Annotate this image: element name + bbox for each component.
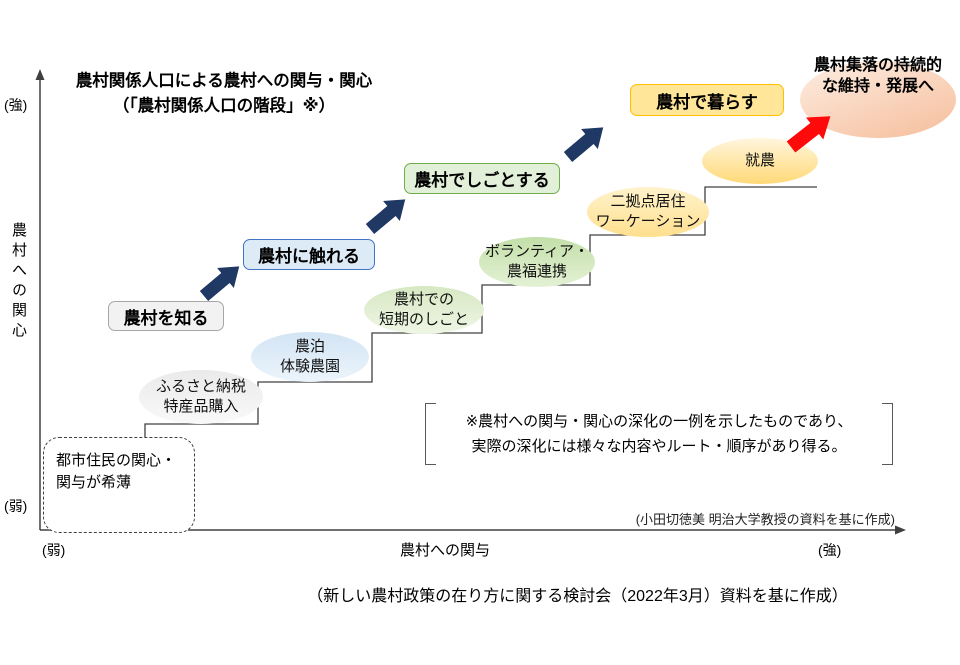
stage-box-live-rural: 農村で暮らす bbox=[630, 84, 784, 116]
activity-line: ふるさと納税 bbox=[155, 378, 246, 395]
goal-label: 農村集落の持続的 な維持・発展へ bbox=[788, 55, 960, 97]
activity-short-term-work: 農村での 短期のしごと bbox=[364, 286, 484, 334]
goal-label-line2: な維持・発展へ bbox=[821, 78, 934, 95]
right-bracket bbox=[882, 403, 893, 465]
origin-state-line2: 関与が希薄 bbox=[56, 474, 132, 491]
y-axis-min-label: (弱) bbox=[4, 498, 28, 514]
activity-line: 二拠点居住 bbox=[610, 193, 686, 210]
step-arrow-icon bbox=[366, 199, 406, 234]
goal-label-line1: 農村集落の持続的 bbox=[813, 57, 942, 74]
diagram-title: 農村関係人口による農村への関与・関心 （「農村関係人口の階段」※） bbox=[66, 69, 382, 119]
activity-line: 特産品購入 bbox=[163, 398, 239, 415]
activity-line: 農福連携 bbox=[506, 263, 567, 280]
footnote-line1: ※農村への関与・関心の深化の一例を示したものであり、 bbox=[465, 413, 853, 430]
footnote-line2: 実際の深化には様々な内容やルート・順序があり得る。 bbox=[471, 438, 847, 455]
activity-line: 短期のしごと bbox=[378, 311, 469, 328]
x-axis-title: 農村への関与 bbox=[399, 542, 490, 559]
stage-box-know-rural: 農村を知る bbox=[108, 301, 224, 331]
y-axis-max-label: (強) bbox=[4, 97, 28, 113]
step-arrow-icon bbox=[564, 127, 604, 162]
x-axis-min-label: (弱) bbox=[42, 542, 66, 558]
activity-furusato-tax: ふるさと納税 特産品購入 bbox=[139, 370, 263, 424]
y-axis-title: 農村への関心 bbox=[10, 222, 27, 342]
x-axis-max-label: (強) bbox=[818, 542, 842, 558]
activity-volunteer: ボランティア・ 農福連携 bbox=[479, 237, 595, 287]
staircase-line bbox=[144, 186, 817, 530]
y-axis-arrowhead-icon bbox=[35, 69, 45, 80]
activity-line: 農村での bbox=[393, 291, 454, 308]
stage-box-touch-rural: 農村に触れる bbox=[243, 239, 375, 270]
activity-farm-stay: 農泊 体験農園 bbox=[251, 332, 369, 382]
bottom-caption: （新しい農村政策の在り方に関する検討会（2022年3月）資料を基に作成） bbox=[307, 588, 848, 605]
left-bracket bbox=[425, 403, 436, 465]
activity-dual-residence: 二拠点居住 ワーケーション bbox=[587, 187, 709, 237]
activity-line: ワーケーション bbox=[595, 213, 701, 230]
source-attribution: (小田切徳美 明治大学教授の資料を基に作成) bbox=[635, 512, 895, 527]
stage-box-work-rural: 農村でしごとする bbox=[404, 163, 560, 194]
x-axis-arrowhead-icon bbox=[895, 525, 906, 535]
origin-state-box: 都市住民の関心・ 関与が希薄 bbox=[43, 437, 195, 533]
origin-state-line1: 都市住民の関心・ bbox=[56, 452, 177, 469]
step-arrow-icon bbox=[200, 266, 240, 301]
goal-arrow-icon bbox=[787, 116, 831, 153]
activity-line: 農泊 bbox=[294, 338, 325, 355]
activity-line: 体験農園 bbox=[279, 358, 340, 375]
diagram-title-line2: （「農村関係人口の階段」※） bbox=[112, 97, 336, 115]
footnote-box: ※農村への関与・関心の深化の一例を示したものであり、 実際の深化には様々な内容や… bbox=[425, 403, 893, 465]
diagram-title-line1: 農村関係人口による農村への関与・関心 bbox=[75, 72, 373, 90]
activity-line: ボランティア・ bbox=[484, 243, 590, 260]
activity-line: 就農 bbox=[744, 152, 775, 169]
